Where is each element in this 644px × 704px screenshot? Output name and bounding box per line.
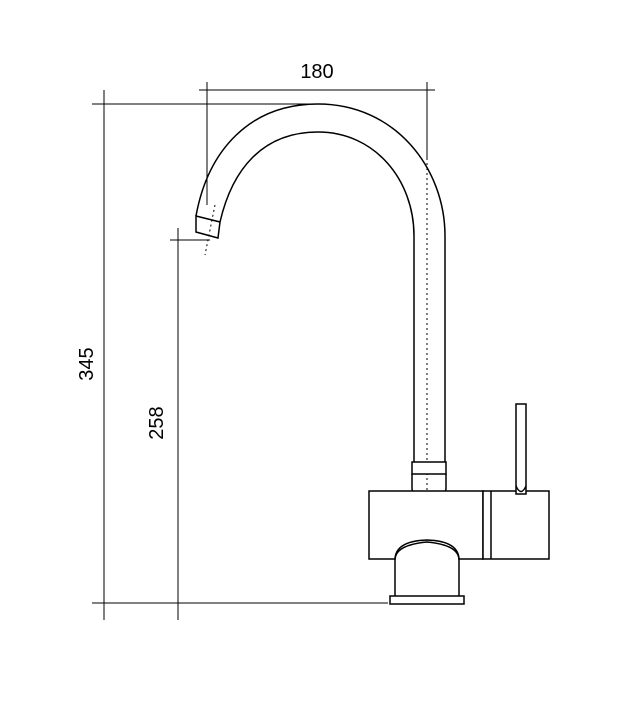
lever-handle-base bbox=[515, 485, 527, 493]
spout-outlet bbox=[195, 215, 221, 239]
reach-dimension-label: 180 bbox=[300, 61, 333, 83]
base-plate bbox=[389, 595, 465, 605]
outlet-axis bbox=[204, 204, 216, 256]
reach-dimension: 180 bbox=[199, 61, 435, 205]
spout-outer-curve bbox=[195, 103, 446, 462]
total-height-label: 345 bbox=[76, 347, 98, 380]
body-base-arc bbox=[394, 539, 460, 561]
total-height-dimension: 345 bbox=[76, 90, 388, 620]
spout-collar bbox=[411, 461, 447, 475]
spout-height-label: 258 bbox=[146, 406, 168, 439]
faucet-base bbox=[394, 541, 460, 604]
handle-housing bbox=[482, 490, 550, 560]
faucet bbox=[195, 103, 550, 605]
spout-inner-curve bbox=[219, 131, 415, 462]
lever-handle bbox=[515, 403, 527, 495]
spout-height-dimension: 258 bbox=[146, 228, 210, 620]
